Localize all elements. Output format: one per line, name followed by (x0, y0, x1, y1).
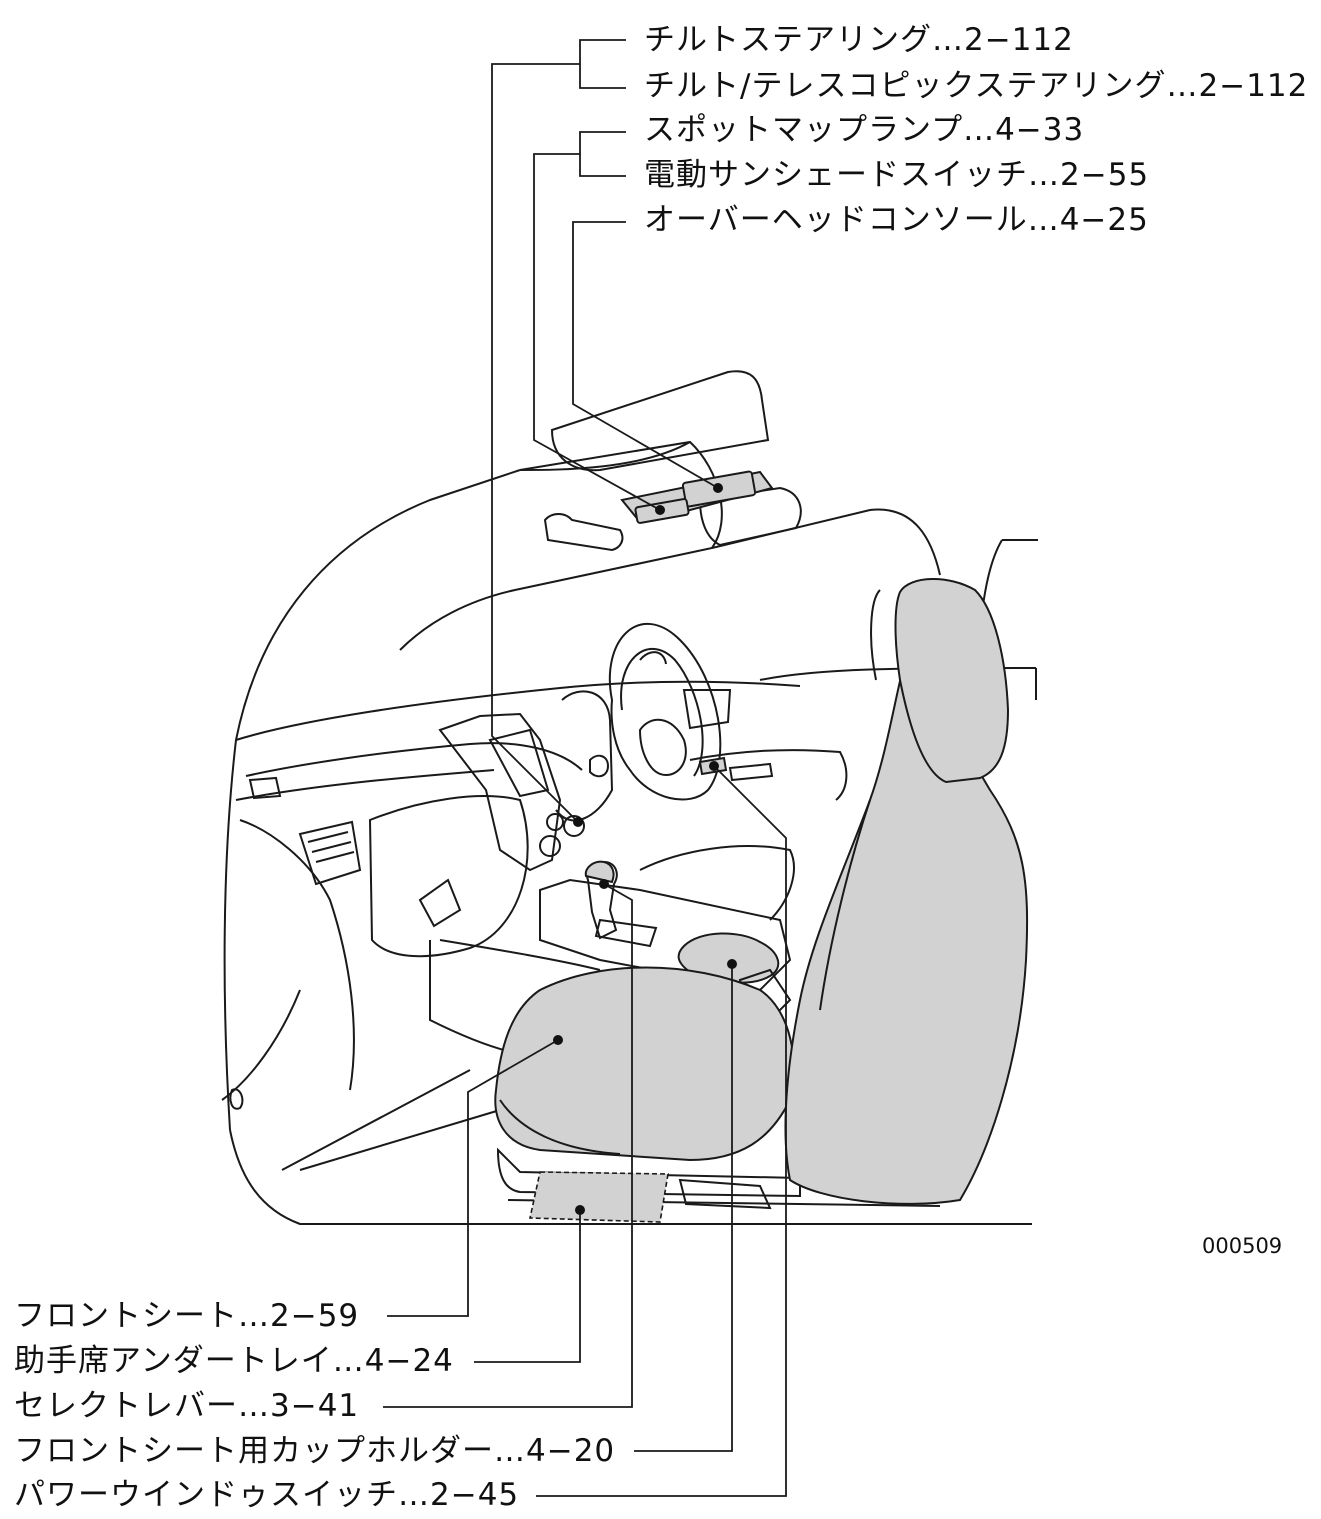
leader-cup-holder (634, 964, 733, 1452)
leader-overhead-console (572, 221, 719, 489)
cup-holder-shape (677, 932, 780, 984)
leader-under-tray (474, 1210, 581, 1363)
label-tilt-telescopic-steering: チルト/テレスコピックステアリング…2−112 (644, 68, 1309, 104)
cabin-outline (223, 469, 521, 1131)
under-tray-shape (529, 1171, 669, 1223)
figure-code: 000509 (1202, 1234, 1283, 1258)
center-console (539, 878, 792, 992)
dashboard-top (235, 680, 801, 741)
a-pillar (711, 508, 941, 576)
front-seat-back (784, 637, 1029, 1205)
headliner (399, 440, 723, 651)
label-passenger-under-tray: 助手席アンダートレイ…4−24 (14, 1343, 454, 1379)
label-power-window-switch: パワーウインドゥスイッチ…2−45 (14, 1477, 520, 1513)
label-front-seat-cup-holder: フロントシート用カップホルダー…4−20 (14, 1433, 616, 1469)
label-spot-map-lamp: スポットマップランプ…4−33 (644, 112, 1085, 148)
label-tilt-steering: チルトステアリング…2−112 (644, 22, 1074, 58)
label-front-seat: フロントシート…2−59 (14, 1298, 360, 1334)
label-overhead-console: オーバーヘッドコンソール…4−25 (644, 202, 1149, 238)
front-seat-headrest (894, 578, 1010, 784)
glovebox (368, 795, 529, 958)
label-power-sunshade-switch: 電動サンシェードスイッチ…2−55 (644, 157, 1150, 193)
leader-spot-lamp (533, 131, 661, 511)
passenger-dash (239, 819, 355, 1091)
front-seat-cushion (494, 966, 795, 1162)
leader-tilt-steering (491, 39, 626, 823)
label-select-lever: セレクトレバー…3−41 (14, 1388, 360, 1424)
leader-window-switch (536, 765, 787, 1497)
leader-select-lever (383, 883, 633, 1408)
leader-front-seat (387, 1039, 559, 1317)
